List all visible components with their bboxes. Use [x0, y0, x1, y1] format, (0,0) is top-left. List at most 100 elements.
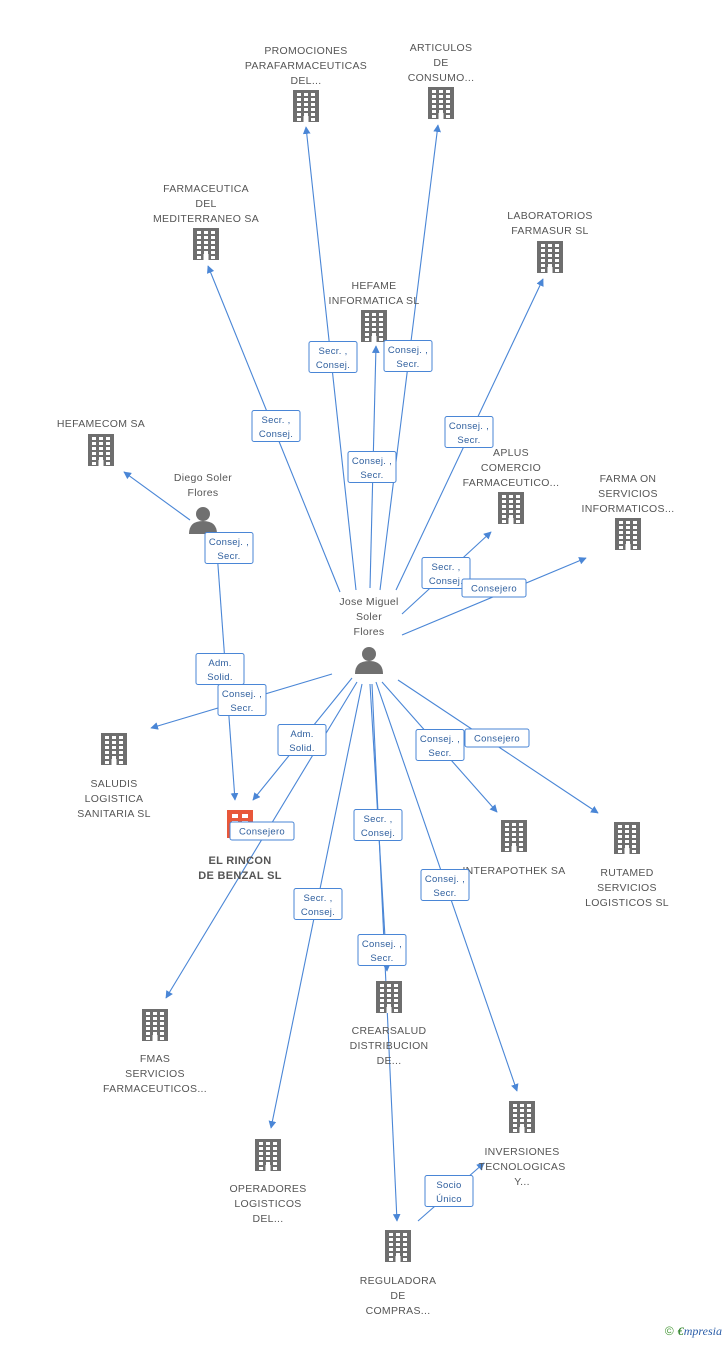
building-window: [439, 105, 443, 108]
building-window: [304, 98, 308, 101]
building-window: [403, 1233, 407, 1236]
building-window: [297, 93, 301, 96]
node-label: Flores: [354, 626, 385, 638]
building-window: [619, 536, 623, 539]
building-icon: [293, 90, 319, 122]
node-reguladora[interactable]: REGULADORADECOMPRAS...: [360, 1230, 437, 1317]
edge-label-box: [464, 728, 530, 748]
edge-label-text: Secr. ,: [318, 346, 347, 357]
building-window: [513, 1104, 517, 1107]
building-window: [153, 1032, 157, 1035]
node-promociones[interactable]: PROMOCIONESPARAFARMACEUTICASDEL...: [245, 45, 367, 122]
node-inversiones[interactable]: INVERSIONESTECNOLOGICASY...: [478, 1101, 565, 1188]
edge-label-jose-to-laboratorios[interactable]: Consej. ,Secr.: [444, 416, 494, 448]
edge-label-text: Solid.: [207, 672, 233, 683]
building-window: [259, 1157, 263, 1160]
edge-label-jose-to-fmas[interactable]: Consejero: [229, 821, 295, 841]
edge-label-box: [293, 888, 343, 920]
edge-label-jose-to-interapothek[interactable]: Consej. ,Secr.: [415, 729, 465, 761]
copyright-symbol: ©: [664, 1324, 674, 1338]
building-window: [153, 1017, 157, 1020]
node-crearsalud[interactable]: CREARSALUDDISTRIBUCIONDE...: [350, 981, 429, 1067]
building-window: [439, 100, 443, 103]
edge-label-jose-to-rutamed[interactable]: Consejero: [464, 728, 530, 748]
building-icon: [385, 1230, 411, 1262]
building-window: [259, 1167, 263, 1170]
edge-label-jose-to-farmaon[interactable]: Consejero: [461, 578, 527, 598]
building-window: [396, 1238, 400, 1241]
node-label: DE BENZAL SL: [198, 870, 281, 882]
edge-label-jose-to-inversiones[interactable]: Consej. ,Secr.: [420, 869, 470, 901]
building-window: [92, 452, 96, 455]
edge-label-jose-to-reguladora[interactable]: Consej. ,Secr.: [357, 934, 407, 966]
edge-label-jose-to-operadores[interactable]: Secr. ,Consej.: [293, 888, 343, 920]
edge-label-jose-to-saludis[interactable]: Consej. ,Secr.: [217, 684, 267, 716]
building-door: [547, 267, 553, 273]
node-interapothek[interactable]: INTERAPOTHEK SA: [462, 820, 565, 877]
edge-label-jose-to-aplus[interactable]: Secr. ,Consej.: [421, 557, 471, 589]
building-door: [508, 518, 514, 524]
edge-label-diego-to-rincon[interactable]: Adm.Solid.: [195, 653, 245, 685]
node-farmaon[interactable]: FARMA ONSERVICIOSINFORMATICOS...: [582, 473, 675, 550]
node-label: FARMASUR SL: [511, 225, 588, 237]
building-window: [625, 830, 629, 833]
building-window: [520, 1104, 524, 1107]
building-window: [516, 500, 520, 503]
node-aplus[interactable]: APLUSCOMERCIOFARMACEUTICO...: [463, 447, 560, 524]
edge-label-jose-to-hefame_inf[interactable]: Consej. ,Secr.: [347, 451, 397, 483]
building-window: [548, 244, 552, 247]
building-window: [204, 236, 208, 239]
building-door: [111, 759, 117, 765]
edge-label-text: Consej.: [259, 429, 293, 440]
building-window: [387, 984, 391, 987]
edge-label-jose-to-promociones[interactable]: Secr. ,Consej.: [308, 341, 358, 373]
building-window: [555, 264, 559, 267]
building-window: [512, 823, 516, 826]
edge-label-box: [421, 557, 471, 589]
edge-label-jose-to-crearsalud[interactable]: Secr. ,Consej.: [353, 809, 403, 841]
building-window: [242, 814, 248, 818]
building-window: [625, 840, 629, 843]
building-window: [311, 93, 315, 96]
building-window: [365, 323, 369, 326]
edge-label-jose-to-articulos[interactable]: Consej. ,Secr.: [383, 340, 433, 372]
edge-label-diego-to-hefamecom[interactable]: Consej. ,Secr.: [204, 532, 254, 564]
node-operadores[interactable]: OPERADORESLOGISTICOSDEL...: [229, 1139, 306, 1225]
node-articulos[interactable]: ARTICULOSDECONSUMO...: [408, 42, 475, 119]
building-window: [372, 313, 376, 316]
node-hefamecom[interactable]: HEFAMECOM SA: [57, 418, 145, 466]
node-label: DE: [390, 1290, 405, 1302]
building-door: [624, 848, 630, 854]
building-window: [519, 843, 523, 846]
building-window: [632, 845, 636, 848]
building-window: [266, 1152, 270, 1155]
node-label: COMPRAS...: [366, 1305, 431, 1317]
building-window: [197, 256, 201, 259]
edge-label-text: Secr. ,: [431, 562, 460, 573]
building-window: [160, 1022, 164, 1025]
building-window: [626, 526, 630, 529]
edge-label-jose-to-rincon[interactable]: Adm.Solid.: [277, 724, 327, 756]
building-window: [512, 843, 516, 846]
building-window: [92, 437, 96, 440]
building-window: [505, 838, 509, 841]
edge-label-jose-to-farmaceutica[interactable]: Secr. ,Consej.: [251, 410, 301, 442]
building-window: [618, 845, 622, 848]
building-window: [548, 264, 552, 267]
building-window: [633, 541, 637, 544]
node-fmas[interactable]: FMASSERVICIOSFARMACEUTICOS...: [103, 1009, 207, 1095]
node-label: HEFAME: [352, 280, 397, 292]
building-door: [265, 1165, 271, 1171]
building-window: [197, 231, 201, 234]
building-window: [146, 1017, 150, 1020]
building-window: [160, 1037, 164, 1040]
